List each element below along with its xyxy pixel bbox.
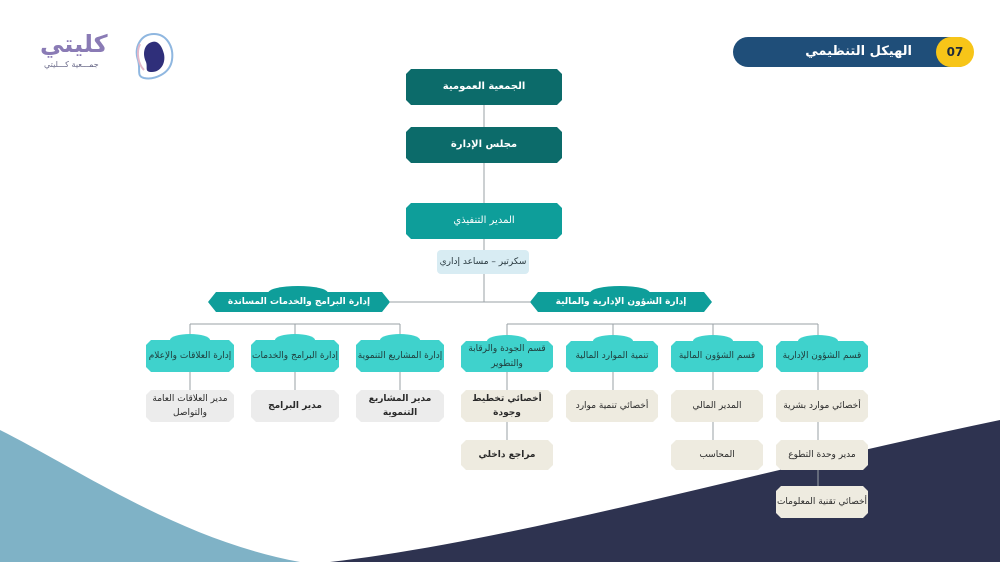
executive-director-box: المدير التنفيذي (406, 203, 562, 239)
unit-relations: إدارة العلاقات والإعلام (146, 340, 234, 372)
role-relations-manager: مدير العلاقات العامة والتواصل (146, 390, 234, 422)
unit-projects: إدارة المشاريع التنموية (356, 340, 444, 372)
logo-tagline: جمـــعية كـــليتي (44, 60, 99, 69)
unit-finance: قسم الشؤون المالية (671, 341, 763, 372)
role-financial-manager: المدير المالي (671, 390, 763, 422)
dept-admin-finance: إدارة الشؤون الإدارية والمالية (530, 292, 712, 312)
role-internal-auditor: مراجع داخلي (461, 440, 553, 470)
role-resource-specialist: أخصائي تنمية موارد (566, 390, 658, 422)
role-hr-specialist: أخصائي موارد بشرية (776, 390, 868, 422)
unit-resource-development: تنمية الموارد المالية (566, 341, 658, 372)
unit-programs: إدارة البرامج والخدمات (251, 340, 339, 372)
unit-quality: قسم الجودة والرقابة والتطوير (461, 341, 553, 372)
role-volunteer-manager: مدير وحدة التطوع (776, 440, 868, 470)
kidney-logo-icon (135, 32, 174, 80)
role-accountant: المحاسب (671, 440, 763, 470)
role-programs-manager: مدير البرامج (251, 390, 339, 422)
role-projects-manager: مدير المشاريع التنموية (356, 390, 444, 422)
unit-admin-affairs: قسم الشؤون الإدارية (776, 341, 868, 372)
header-bar (733, 37, 973, 67)
role-planning-specialist: أخصائي تخطيط وجودة (461, 390, 553, 422)
dept-programs: إدارة البرامج والخدمات المساندة (208, 292, 390, 312)
secretary-box: سكرتير – مساعد إداري (437, 250, 529, 274)
logo-name: كليتي (40, 30, 108, 58)
board-box: مجلس الإدارة (406, 127, 562, 163)
section-number-badge: 07 (936, 37, 974, 67)
page-title: الهيكل التنظيمي (805, 44, 912, 59)
general-assembly-box: الجمعية العمومية (406, 69, 562, 105)
role-it-specialist: أخصائي تقنية المعلومات (776, 486, 868, 518)
